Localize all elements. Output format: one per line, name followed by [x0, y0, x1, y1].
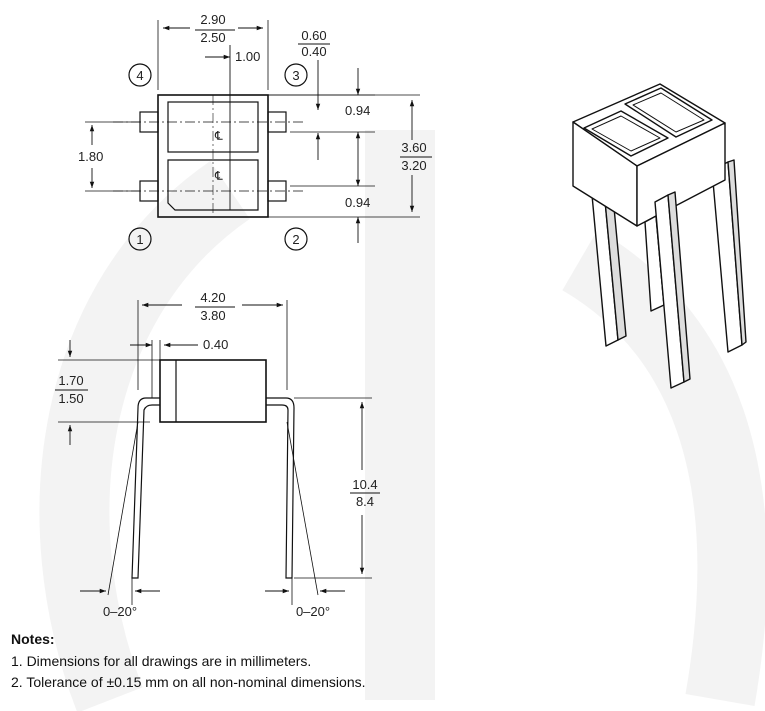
dim-angle-right: 0–20° — [296, 604, 330, 619]
side-view — [55, 300, 380, 605]
pin-1-marker — [128, 227, 152, 251]
centerline-lower: ℄ — [214, 169, 223, 183]
dim-width-min: 2.50 — [200, 30, 225, 45]
pin-4-label: 4 — [136, 68, 143, 83]
side-body — [159, 359, 267, 423]
dim-lead-len-max: 10.4 — [352, 477, 377, 492]
dim-lead-len-min: 8.4 — [356, 494, 374, 509]
pin-2-label: 2 — [292, 232, 299, 247]
pin-3-marker — [284, 63, 308, 87]
pad-2 — [267, 180, 287, 202]
pad-3 — [267, 111, 287, 133]
dim-lead-max: 0.60 — [301, 28, 326, 43]
pin-2-marker — [284, 227, 308, 251]
dim-lead-thickness: 0.40 — [203, 337, 228, 352]
dim-body-max: 1.70 — [58, 373, 83, 388]
dim-height-max: 3.60 — [401, 140, 426, 155]
dim-height-min: 3.20 — [401, 158, 426, 173]
pin-4-marker — [128, 63, 152, 87]
dim-gap-bottom: 0.94 — [345, 195, 370, 210]
top-window-lower — [167, 159, 259, 211]
note-item-2: 2. Tolerance of ±0.15 mm on all non-nomi… — [11, 674, 366, 690]
dim-lead-min: 0.40 — [301, 44, 326, 59]
note-item-1: 1. Dimensions for all drawings are in mi… — [11, 653, 312, 669]
dim-spacing: 1.80 — [78, 149, 103, 164]
centerline-upper: ℄ — [214, 129, 223, 143]
dim-body-min: 1.50 — [58, 391, 83, 406]
dim-pitch: 1.00 — [235, 49, 260, 64]
pin-1-label: 1 — [136, 232, 143, 247]
top-view — [85, 20, 432, 251]
isometric-view — [572, 83, 747, 389]
dim-length-max: 4.20 — [200, 290, 225, 305]
dim-angle-left: 0–20° — [103, 604, 137, 619]
dim-gap-top: 0.94 — [345, 103, 370, 118]
notes-title: Notes: — [11, 631, 55, 647]
notes-section: Notes: 1. Dimensions for all drawings ar… — [11, 631, 751, 695]
dim-length-min: 3.80 — [200, 308, 225, 323]
pin-3-label: 3 — [292, 68, 299, 83]
dim-width-max: 2.90 — [200, 12, 225, 27]
side-lead-right — [266, 397, 295, 579]
side-lead-left — [131, 397, 160, 579]
watermark-logo — [39, 130, 765, 711]
